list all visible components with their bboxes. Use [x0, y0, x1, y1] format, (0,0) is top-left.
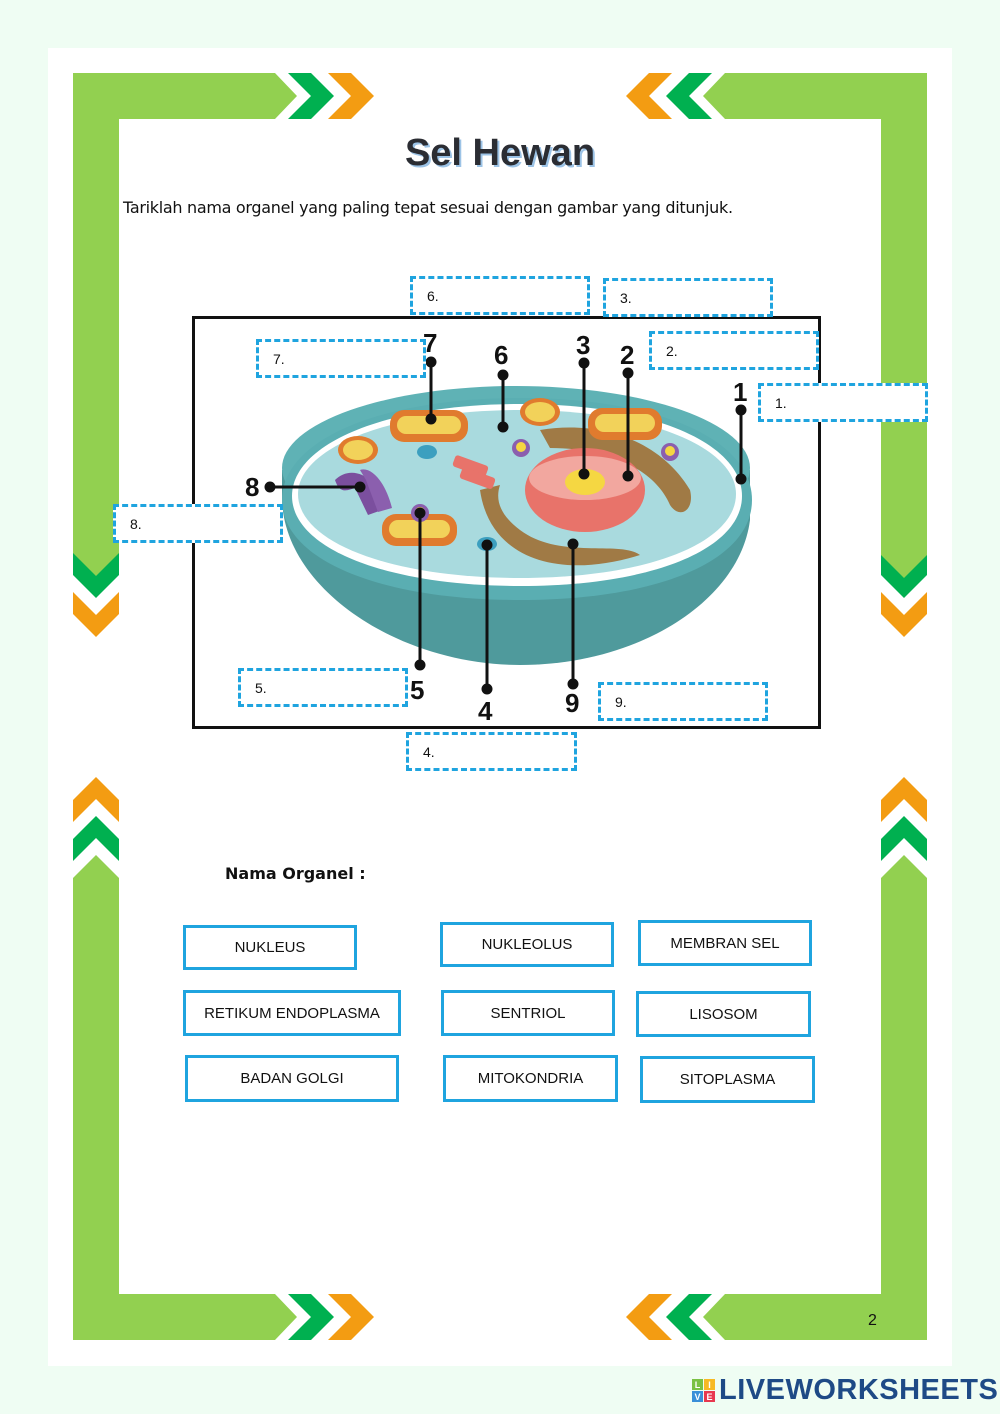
drop-box-label: 2.	[666, 342, 678, 359]
brand-name: LIVEWORKSHEETS	[719, 1374, 999, 1406]
chevron-down-icon	[73, 540, 119, 578]
page-number: 2	[868, 1312, 877, 1329]
chevron-down-icon	[73, 592, 119, 637]
pointer-number-3: 3	[576, 330, 591, 360]
logo-letter: L	[692, 1379, 703, 1390]
instruction-text: Tariklah nama organel yang paling tepat …	[123, 198, 733, 217]
drop-box-label: 8.	[130, 515, 142, 532]
draggable-chip-membran-sel[interactable]: MEMBRAN SEL	[638, 920, 812, 966]
pointer-number-4: 4	[478, 696, 493, 726]
chevron-down-icon	[881, 553, 927, 598]
drop-box-9[interactable]: 9.	[598, 682, 768, 721]
chevron-up-icon	[73, 816, 119, 861]
chevron-right-icon	[288, 73, 334, 119]
chevron-down-icon	[881, 592, 927, 637]
liveworksheets-logo-icon: L I V E	[692, 1379, 715, 1402]
chevron-up-icon	[881, 777, 927, 822]
drop-box-6[interactable]: 6.	[410, 276, 590, 315]
pointer-number-9: 9	[565, 688, 580, 718]
logo-letter: E	[704, 1391, 715, 1402]
liveworksheets-brand: L I V E LIVEWORKSHEETS	[692, 1374, 998, 1407]
chevron-right-icon	[288, 1294, 334, 1340]
drop-box-label: 6.	[427, 287, 439, 304]
draggable-chip-nukleolus[interactable]: NUKLEOLUS	[440, 922, 614, 967]
drop-box-8[interactable]: 8.	[113, 504, 283, 543]
drop-box-label: 5.	[255, 679, 267, 696]
frame-bottom-left	[73, 855, 297, 1340]
pointer-lines	[264, 356, 747, 695]
pointer-number-8: 8	[245, 472, 260, 502]
frame-top-right	[703, 73, 927, 555]
chevron-left-icon	[666, 1294, 712, 1340]
chevron-up-icon	[73, 777, 119, 822]
drop-box-5[interactable]: 5.	[238, 668, 408, 707]
drop-box-2[interactable]: 2.	[649, 331, 819, 370]
pointer-number-7: 7	[423, 328, 438, 358]
animal-cell-illustration	[264, 356, 752, 695]
drop-box-7[interactable]: 7.	[256, 339, 426, 378]
drop-box-label: 1.	[775, 394, 787, 411]
chevron-up-icon	[881, 816, 927, 861]
chevron-left-icon	[626, 1294, 672, 1340]
draggable-chip-mitokondria[interactable]: MITOKONDRIA	[443, 1055, 618, 1102]
pointer-number-2: 2	[620, 340, 635, 370]
pointer-number-1: 1	[733, 377, 748, 407]
organelle-list-heading: Nama Organel :	[225, 864, 366, 883]
pointer-number-5: 5	[410, 675, 425, 705]
drop-box-4[interactable]: 4.	[406, 732, 577, 771]
drop-box-3[interactable]: 3.	[603, 278, 773, 317]
logo-letter: I	[704, 1379, 715, 1390]
drop-box-label: 7.	[273, 350, 285, 367]
logo-letter: V	[692, 1391, 703, 1402]
drop-box-label: 9.	[615, 693, 627, 710]
frame-top-left	[73, 73, 297, 555]
draggable-chip-nukleus[interactable]: NUKLEUS	[183, 925, 357, 970]
chevron-right-icon	[328, 73, 374, 119]
draggable-chip-lisosom[interactable]: LISOSOM	[636, 991, 811, 1037]
pointer-number-6: 6	[494, 340, 509, 370]
chevron-right-icon	[328, 1294, 374, 1340]
drop-box-label: 3.	[620, 289, 632, 306]
chevron-left-icon	[626, 73, 672, 119]
page-title: Sel Hewan	[404, 132, 596, 174]
drop-box-1[interactable]: 1.	[758, 383, 928, 422]
draggable-chip-sitoplasma[interactable]: SITOPLASMA	[640, 1056, 815, 1103]
chevron-left-icon	[666, 73, 712, 119]
chevron-down-icon	[73, 553, 119, 598]
draggable-chip-sentriol[interactable]: SENTRIOL	[441, 990, 615, 1036]
draggable-chip-retikum-endoplasma[interactable]: RETIKUM ENDOPLASMA	[183, 990, 401, 1036]
drop-box-label: 4.	[423, 743, 435, 760]
draggable-chip-badan-golgi[interactable]: BADAN GOLGI	[185, 1055, 399, 1102]
frame-bottom-right	[703, 855, 927, 1340]
